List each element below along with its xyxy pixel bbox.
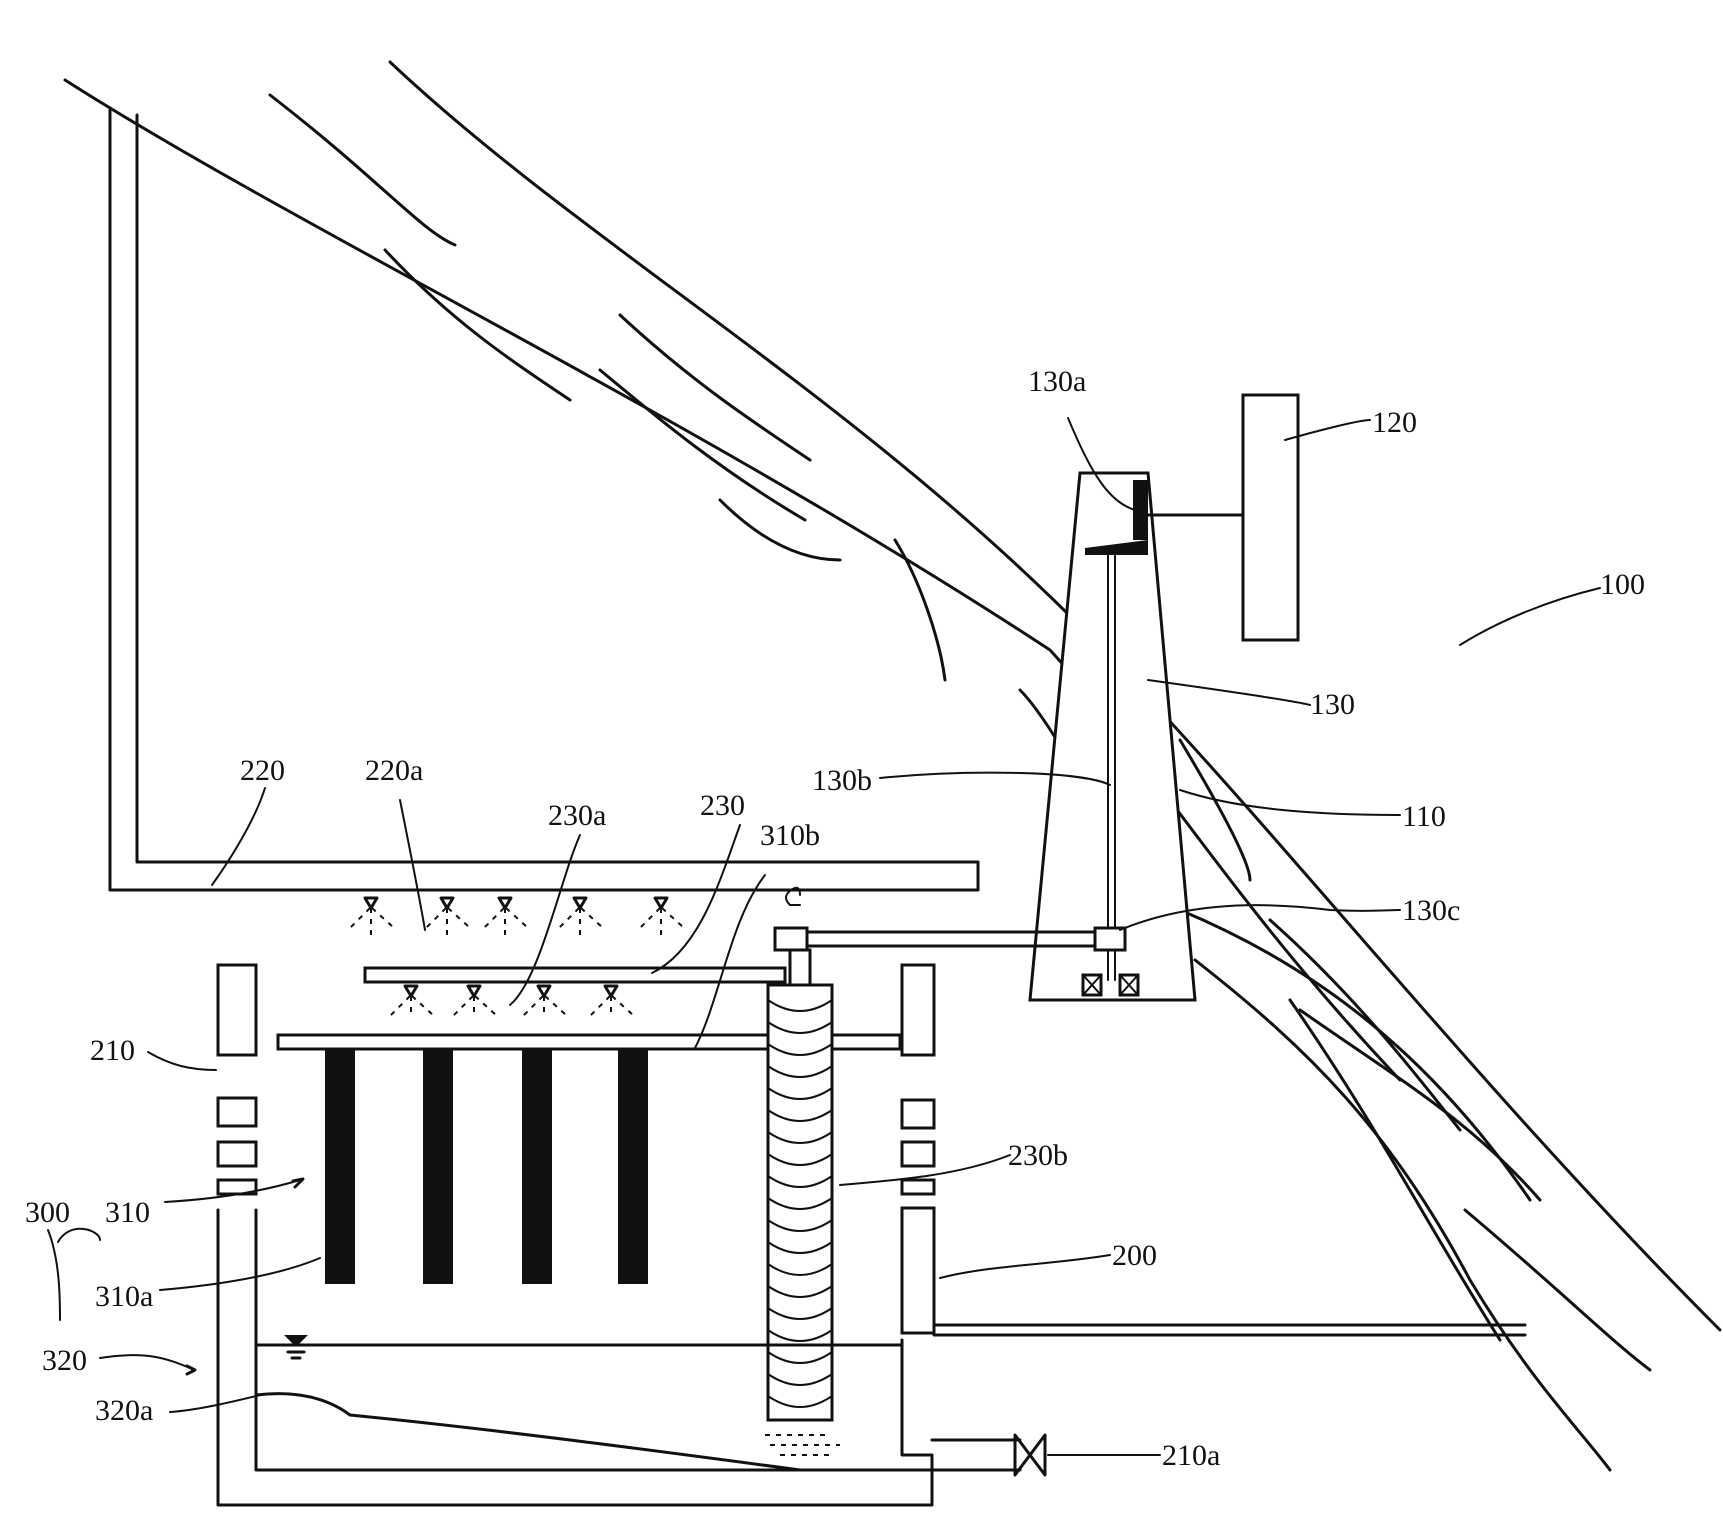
sediment-particles (765, 1434, 840, 1456)
rotor-rack (276, 1033, 902, 1051)
label-220: 220 (240, 754, 285, 787)
label-110: 110 (1402, 800, 1446, 833)
bevel-gear (1085, 480, 1148, 555)
label-210: 210 (90, 1034, 135, 1067)
water-stream (63, 60, 1722, 1472)
label-120: 120 (1372, 406, 1417, 439)
turbine-tower (1028, 471, 1197, 1002)
spray-pipe (363, 966, 787, 984)
label-100: 100 (1600, 568, 1645, 601)
upper-chute (108, 106, 980, 892)
label-320: 320 (42, 1344, 87, 1377)
leader-lines (47, 417, 1601, 1456)
label-220a: 220a (365, 754, 423, 787)
water-level-marker (284, 1335, 308, 1360)
label-310b: 310b (760, 819, 820, 852)
label-310: 310 (105, 1196, 150, 1229)
label-230: 230 (700, 789, 745, 822)
shaft-bearings (1081, 973, 1140, 997)
label-130a: 130a (1028, 365, 1086, 398)
label-210a: 210a (1162, 1439, 1220, 1472)
label-310a: 310a (95, 1280, 153, 1313)
generator-box (1241, 393, 1300, 642)
reference-labels: 100 120 130a 130 130b 110 130c 220 220a … (25, 365, 1645, 1472)
sediment-slope (254, 1392, 802, 1472)
label-200: 200 (1112, 1239, 1157, 1272)
label-230a: 230a (548, 799, 606, 832)
label-300: 300 (25, 1196, 70, 1229)
label-130b: 130b (812, 764, 872, 797)
drive-belt (773, 926, 1127, 952)
label-130: 130 (1310, 688, 1355, 721)
upper-spray-nozzles (349, 896, 685, 936)
filter-brushes (325, 1049, 648, 1284)
label-130c: 130c (1402, 894, 1460, 927)
screw-conveyor (766, 886, 834, 1422)
settling-tank (216, 963, 1527, 1507)
drain-valve (1013, 1433, 1047, 1477)
vertical-shaft (1107, 554, 1116, 981)
label-320a: 320a (95, 1394, 153, 1427)
label-230b: 230b (1008, 1139, 1068, 1172)
lower-spray-nozzles (389, 984, 635, 1018)
